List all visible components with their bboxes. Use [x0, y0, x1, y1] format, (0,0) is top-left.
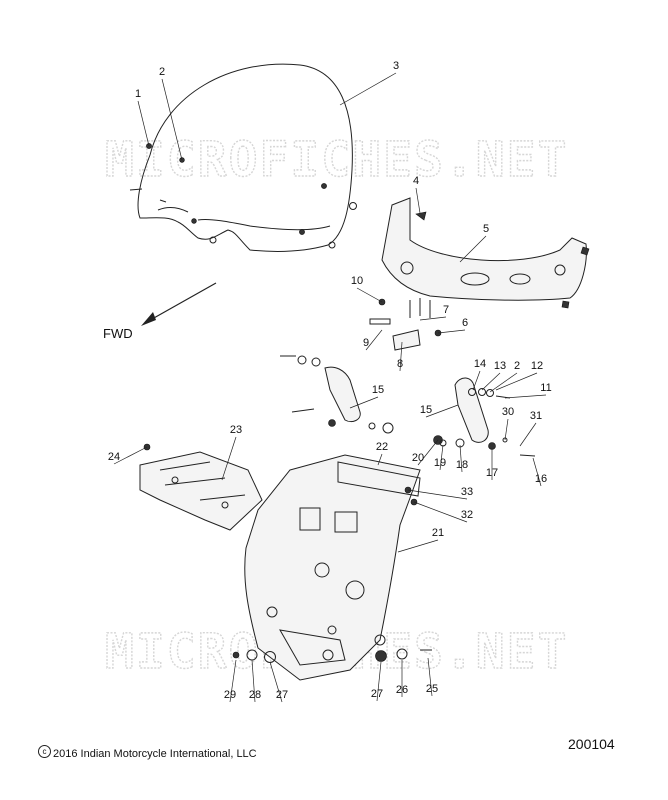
leader-line: [519, 422, 537, 447]
callout-number: 4: [413, 175, 419, 187]
callout-number: 2: [514, 360, 520, 372]
leader-line: [504, 418, 509, 441]
leader-line: [407, 489, 468, 500]
leader-lines: [113, 72, 547, 703]
leader-line: [489, 372, 518, 393]
callout-number: 19: [434, 457, 446, 469]
callout-number: 7: [443, 304, 449, 316]
watermark-top: MICROFICHES.NET: [105, 132, 568, 188]
callout-number: 16: [535, 473, 547, 485]
callout-number: 8: [397, 358, 403, 370]
center-clamp: [369, 298, 442, 351]
callout-number: 25: [426, 683, 438, 695]
leader-line: [137, 100, 150, 147]
callout-number: 21: [432, 527, 444, 539]
leader-line: [459, 444, 463, 473]
leader-line: [229, 659, 237, 703]
callout-number: 14: [474, 358, 486, 370]
leader-line: [459, 235, 487, 263]
leader-line: [427, 657, 433, 697]
leader-line: [413, 501, 468, 523]
callout-number: 11: [540, 382, 551, 394]
callout-number: 31: [530, 410, 542, 422]
main-frame: [244, 454, 421, 681]
callout-number: 2: [159, 66, 165, 78]
leader-line: [339, 72, 397, 106]
callout-number: 12: [531, 360, 543, 372]
mount-plate: [139, 443, 263, 531]
leader-line: [532, 457, 542, 487]
windshield: [129, 63, 357, 252]
diagram-number: 200104: [568, 736, 615, 752]
callout-number: 26: [396, 684, 408, 696]
leader-line: [504, 394, 547, 399]
leader-line: [472, 370, 481, 391]
copyright-symbol: c: [38, 745, 51, 758]
leader-line: [365, 329, 383, 351]
callout-number: 10: [351, 275, 363, 287]
leader-line: [417, 439, 439, 466]
callout-number: 20: [412, 452, 424, 464]
callout-number: 28: [249, 689, 261, 701]
leader-line: [269, 661, 283, 703]
leader-line: [399, 341, 403, 372]
fwd-label: FWD: [103, 326, 133, 341]
callout-number: 3: [393, 60, 399, 72]
callout-number: 23: [230, 424, 242, 436]
leader-line: [415, 187, 421, 214]
callout-number: 13: [494, 360, 506, 372]
leader-line: [251, 659, 256, 703]
leader-line: [419, 316, 447, 321]
leader-line: [481, 372, 501, 391]
callout-number: 15: [372, 384, 384, 396]
callout-number: 6: [462, 317, 468, 329]
callout-number: 15: [420, 404, 432, 416]
callout-number: 32: [461, 509, 473, 521]
leader-line: [376, 661, 382, 702]
callout-number: 18: [456, 459, 468, 471]
leader-line: [397, 539, 439, 553]
leader-line: [377, 453, 383, 466]
callout-number: 27: [276, 689, 288, 701]
bottom-hardware: [232, 648, 432, 663]
windshield-bracket: [381, 197, 590, 309]
leader-line: [437, 329, 466, 334]
forward-arrow: FWD: [103, 282, 217, 341]
callout-number: 22: [376, 441, 388, 453]
callout-number: 33: [461, 486, 473, 498]
callout-number: 30: [502, 406, 514, 418]
leader-line: [495, 372, 538, 391]
leader-line: [349, 396, 379, 409]
leader-line: [439, 444, 444, 471]
leader-line: [161, 78, 183, 161]
callout-number: 9: [363, 337, 369, 349]
callout-number: 5: [483, 223, 489, 235]
leader-line: [425, 404, 459, 418]
leader-line: [221, 436, 237, 481]
leader-line: [113, 446, 148, 465]
callout-number: 27: [371, 688, 383, 700]
callout-number: 29: [224, 689, 236, 701]
right-arm: [433, 377, 536, 457]
callout-number: 24: [108, 451, 120, 463]
left-arm: [280, 355, 394, 434]
callout-number: 17: [486, 467, 498, 479]
copyright-text: 2016 Indian Motorcycle International, LL…: [53, 748, 257, 760]
leader-line: [356, 287, 383, 303]
callout-number: 1: [135, 88, 141, 100]
